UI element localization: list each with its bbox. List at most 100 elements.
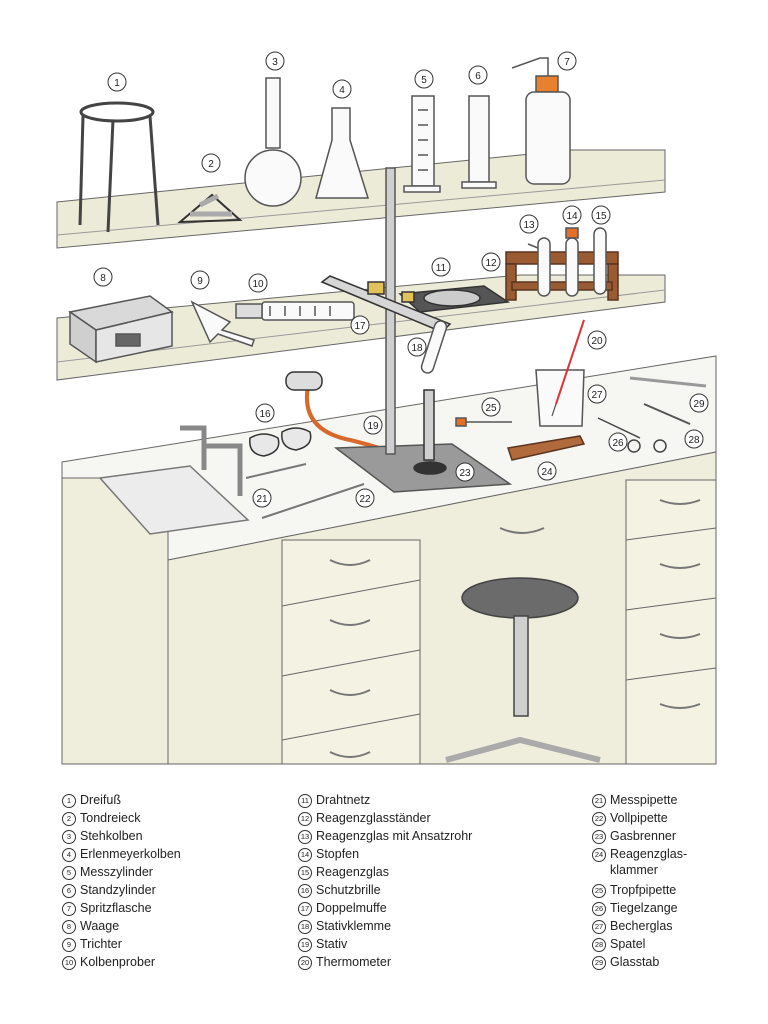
legend-number: 2	[62, 812, 76, 826]
funnel-icon	[190, 300, 255, 347]
legend-number: 10	[62, 956, 76, 970]
legend-number: 17	[298, 902, 312, 916]
legend-label: Messzylinder	[80, 865, 153, 879]
glass-rod-icon	[629, 376, 707, 388]
marker-20: 20	[591, 336, 603, 347]
marker-8: 8	[100, 273, 106, 284]
legend-label: Vollpipette	[610, 811, 668, 825]
marker-4: 4	[339, 85, 345, 96]
legend-label: Tiegelzange	[610, 901, 678, 915]
legend-number: 18	[298, 920, 312, 934]
legend-number: 25	[592, 884, 606, 898]
legend-item: 15 Reagenzglas	[298, 864, 472, 882]
marker-17: 17	[354, 321, 366, 332]
clay-triangle-icon	[177, 193, 243, 224]
sink-icon	[98, 425, 250, 535]
wash-bottle-icon	[511, 57, 571, 185]
gas-burner-icon	[413, 389, 447, 475]
legend-label: Stativklemme	[316, 919, 392, 933]
legend-label: Spatel	[610, 937, 646, 951]
legend-number: 8	[62, 920, 76, 934]
legend-number: 15	[298, 866, 312, 880]
marker-11: 11	[436, 263, 447, 274]
legend-number: 3	[62, 830, 76, 844]
legend-number: 21	[592, 794, 606, 808]
legend-number: 29	[592, 956, 606, 970]
legend-number: 11	[298, 794, 312, 808]
marker-9: 9	[197, 276, 203, 287]
double-clamp-icon	[320, 275, 452, 333]
marker-5: 5	[421, 75, 427, 86]
number-markers: 1 2 3 4 5 6 7 8 9 10 11 12 13 14 15 16 1…	[93, 51, 709, 508]
marker-21: 21	[256, 494, 268, 505]
legend-number: 26	[592, 902, 606, 916]
legend-number: 24	[592, 848, 606, 862]
gas-syringe-icon	[235, 301, 355, 321]
legend-number: 7	[62, 902, 76, 916]
legend-label: Standzylinder	[80, 883, 156, 897]
legend-item: 6 Standzylinder	[62, 882, 181, 900]
pipette-icon	[245, 463, 365, 519]
standing-cylinder-icon	[461, 95, 497, 189]
measuring-cylinder-icon	[403, 95, 441, 193]
legend-label: Stativ	[316, 937, 348, 951]
marker-27: 27	[591, 390, 603, 401]
legend-label: Stopfen	[316, 847, 360, 861]
marker-3: 3	[272, 57, 278, 68]
legend-item: 7 Spritzflasche	[62, 900, 181, 918]
dropper-icon	[455, 417, 512, 427]
legend-number: 19	[298, 938, 312, 952]
marker-19: 19	[367, 421, 379, 432]
legend-item: 19 Stativ	[298, 936, 472, 954]
legend-label: Doppelmuffe	[316, 901, 387, 915]
legend-item: 2 Tondreieck	[62, 810, 181, 828]
marker-16: 16	[259, 409, 271, 420]
legend-label: Dreifuß	[80, 793, 121, 807]
test-tube-icon	[593, 227, 607, 295]
marker-2: 2	[208, 159, 214, 170]
legend-label: Drahtnetz	[316, 793, 371, 807]
thermometer-icon	[551, 319, 585, 417]
scale-icon	[68, 295, 174, 364]
marker-29: 29	[693, 399, 705, 410]
marker-25: 25	[485, 403, 497, 414]
marker-10: 10	[252, 279, 264, 290]
legend-number: 23	[592, 830, 606, 844]
drawer-handle-icon	[329, 499, 701, 758]
marker-13: 13	[523, 220, 535, 231]
legend-label: Trichter	[80, 937, 122, 951]
marker-12: 12	[485, 258, 497, 269]
legend-label: Spritzflasche	[80, 901, 152, 915]
marker-22: 22	[359, 494, 371, 505]
legend-label: Reagenzglas	[316, 865, 389, 879]
marker-26: 26	[612, 438, 624, 449]
legend-label: Schutzbrille	[316, 883, 381, 897]
legend-number: 1	[62, 794, 76, 808]
legend-item: 17 Doppelmuffe	[298, 900, 472, 918]
crucible-tongs-icon	[597, 417, 667, 453]
legend-label: Becherglas	[610, 919, 673, 933]
marker-23: 23	[459, 468, 471, 479]
legend-number: 6	[62, 884, 76, 898]
gas-valve-icon	[285, 371, 323, 391]
legend-label: Tondreieck	[80, 811, 141, 825]
